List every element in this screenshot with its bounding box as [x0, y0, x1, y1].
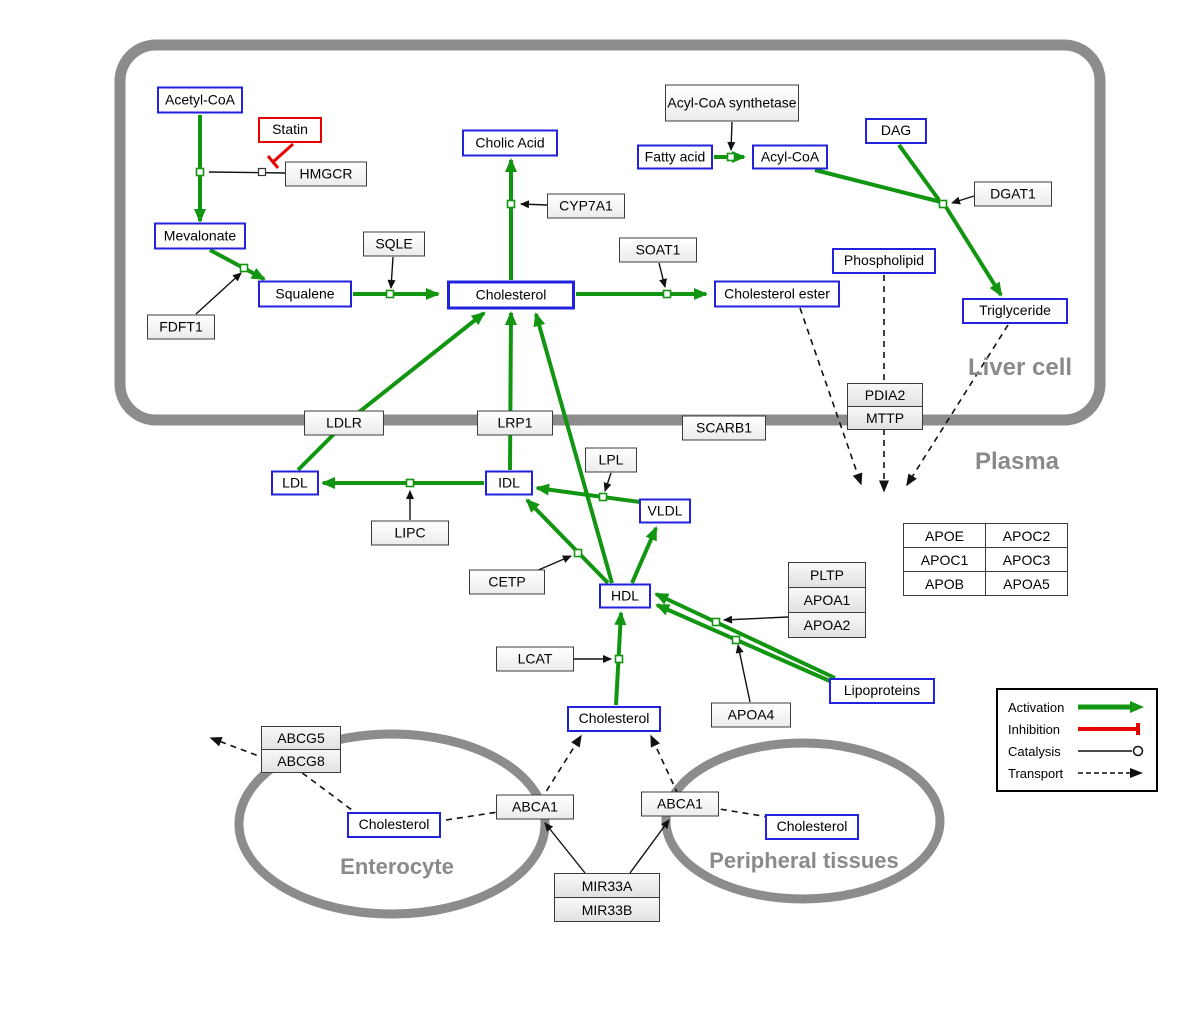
activation-edges — [194, 115, 1003, 706]
enterocyte-label: Enterocyte — [340, 854, 454, 879]
node-acetyl-coa[interactable]: Acetyl-CoA — [157, 86, 243, 114]
complex-pltp-apoa1-apoa2[interactable]: PLTP APOA1 APOA2 — [788, 562, 866, 638]
node-cholic-acid[interactable]: Cholic Acid — [462, 129, 558, 157]
node-cetp[interactable]: CETP — [469, 569, 545, 595]
node-fdft1[interactable]: FDFT1 — [147, 314, 215, 340]
node-lpl[interactable]: LPL — [585, 447, 637, 473]
node-apoa4[interactable]: APOA4 — [711, 702, 791, 728]
node-hdl[interactable]: HDL — [599, 583, 651, 609]
node-lcat[interactable]: LCAT — [496, 646, 574, 672]
node-apoc3[interactable]: APOC3 — [985, 547, 1068, 572]
node-dgat1[interactable]: DGAT1 — [974, 181, 1052, 207]
node-cholesterol-plasma[interactable]: Cholesterol — [567, 706, 661, 732]
node-dag[interactable]: DAG — [865, 118, 927, 144]
node-lrp1[interactable]: LRP1 — [477, 410, 553, 436]
inhibition-edge — [266, 142, 295, 169]
legend-catalysis-label: Catalysis — [1008, 743, 1061, 759]
apolipoprotein-table[interactable]: APOE APOC2 APOC1 APOC3 APOB APOA5 — [903, 523, 1068, 596]
node-pltp[interactable]: PLTP — [788, 562, 866, 588]
legend: Activation Inhibition Catalysis Transpor… — [996, 688, 1158, 792]
node-cyp7a1[interactable]: CYP7A1 — [547, 193, 625, 219]
node-phospholipid[interactable]: Phospholipid — [832, 248, 936, 274]
liver-cell-label: Liver cell — [967, 354, 1073, 381]
node-abca1-peripheral[interactable]: ABCA1 — [641, 791, 719, 817]
node-mevalonate[interactable]: Mevalonate — [154, 222, 246, 250]
legend-activation-label: Activation — [1008, 699, 1065, 715]
node-mttp[interactable]: MTTP — [847, 406, 923, 430]
node-apoc2[interactable]: APOC2 — [985, 523, 1068, 548]
node-idl[interactable]: IDL — [485, 470, 533, 496]
node-lipc[interactable]: LIPC — [371, 520, 449, 546]
node-vldl[interactable]: VLDL — [639, 498, 691, 524]
node-mir33a[interactable]: MIR33A — [554, 873, 660, 898]
legend-row-activation: Activation — [1008, 696, 1146, 718]
node-acyl-coa-synthetase[interactable]: Acyl-CoA synthetase — [665, 84, 799, 122]
activation-arrow-icon — [1078, 701, 1144, 713]
node-scarb1[interactable]: SCARB1 — [682, 415, 766, 441]
node-mir33b[interactable]: MIR33B — [554, 897, 660, 922]
liver-cell-membrane — [114, 39, 1106, 426]
reaction-anchors — [195, 152, 948, 664]
complex-mir33a-mir33b[interactable]: MIR33A MIR33B — [554, 873, 660, 922]
catalysis-circle-icon — [1078, 745, 1144, 757]
node-pdia2[interactable]: PDIA2 — [847, 383, 923, 407]
node-fatty-acid[interactable]: Fatty acid — [637, 144, 713, 170]
inhibition-tbar-icon — [1078, 723, 1140, 735]
legend-row-transport: Transport — [1008, 762, 1146, 784]
node-soat1[interactable]: SOAT1 — [619, 237, 697, 263]
node-cholesterol-liver[interactable]: Cholesterol — [447, 280, 575, 310]
transport-arrow-icon — [1078, 768, 1143, 778]
legend-row-inhibition: Inhibition — [1008, 718, 1146, 740]
node-cholesterol-peripheral[interactable]: Cholesterol — [765, 814, 859, 840]
node-triglyceride[interactable]: Triglyceride — [962, 298, 1068, 324]
node-apoa2[interactable]: APOA2 — [788, 612, 866, 638]
node-apoc1[interactable]: APOC1 — [903, 547, 986, 572]
complex-pdia2-mttp[interactable]: PDIA2 MTTP — [847, 383, 923, 430]
node-abcg5[interactable]: ABCG5 — [261, 726, 341, 750]
node-abca1-enterocyte[interactable]: ABCA1 — [496, 794, 574, 820]
node-squalene[interactable]: Squalene — [258, 280, 352, 308]
peripheral-tissues-label: Peripheral tissues — [709, 848, 899, 873]
node-cholesterol-ester[interactable]: Cholesterol ester — [714, 280, 840, 308]
node-acyl-coa[interactable]: Acyl-CoA — [752, 144, 828, 170]
compartment-shapes — [114, 39, 1106, 919]
node-ldlr[interactable]: LDLR — [304, 410, 384, 436]
node-apoe[interactable]: APOE — [903, 523, 986, 548]
node-apoa5[interactable]: APOA5 — [985, 571, 1068, 596]
node-ldl[interactable]: LDL — [271, 470, 319, 496]
plasma-label: Plasma — [974, 448, 1060, 475]
node-apoa1[interactable]: APOA1 — [788, 587, 866, 613]
legend-transport-label: Transport — [1008, 765, 1064, 781]
complex-abcg5-abcg8[interactable]: ABCG5 ABCG8 — [261, 726, 341, 773]
node-apob[interactable]: APOB — [903, 571, 986, 596]
node-statin[interactable]: Statin — [258, 117, 322, 143]
node-lipoproteins[interactable]: Lipoproteins — [829, 678, 935, 704]
node-abcg8[interactable]: ABCG8 — [261, 749, 341, 773]
node-hmgcr[interactable]: HMGCR — [285, 161, 367, 187]
catalysis-edges — [195, 121, 975, 874]
node-cholesterol-enterocyte[interactable]: Cholesterol — [347, 812, 441, 838]
legend-inhibition-label: Inhibition — [1008, 721, 1061, 737]
node-sqle[interactable]: SQLE — [363, 231, 425, 257]
legend-row-catalysis: Catalysis — [1008, 740, 1146, 762]
